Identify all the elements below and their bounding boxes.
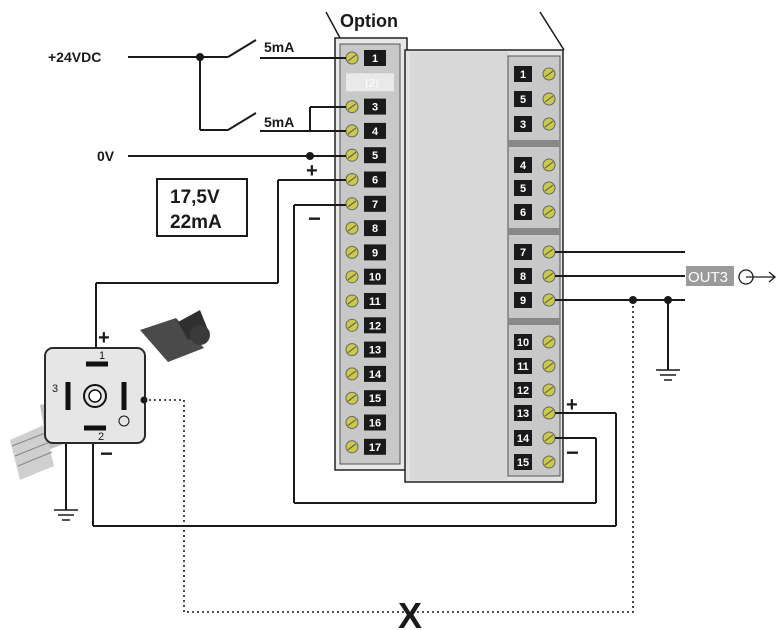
left-terminal-number: 7 — [372, 199, 378, 211]
left-terminal: 13 — [345, 341, 386, 358]
left-terminal: (2) — [346, 73, 394, 92]
left-terminal: 14 — [345, 365, 386, 382]
right-terminal: 12 — [514, 382, 556, 398]
connector-minus-sign: − — [308, 206, 321, 231]
sensor-minus-label: − — [100, 441, 113, 466]
right-terminal-number: 8 — [520, 271, 526, 283]
output-plus-sign: + — [566, 394, 578, 416]
connector-plus-sign: + — [306, 160, 318, 182]
shield-wire — [144, 300, 634, 613]
output-arrow-icon — [738, 269, 777, 285]
device-housing — [325, 11, 565, 483]
right-terminal-number: 11 — [517, 361, 529, 373]
left-terminal-number: 12 — [369, 320, 381, 332]
left-terminal: 10 — [345, 268, 386, 285]
right-terminal: 5 — [514, 180, 556, 196]
right-terminal-number: 6 — [520, 207, 526, 219]
right-terminal-number: 7 — [520, 247, 526, 259]
right-terminal: 11 — [514, 358, 556, 374]
supply-zero-label: 0V — [97, 148, 115, 164]
ground-pin-icon — [118, 415, 130, 427]
left-terminal-number: 8 — [372, 223, 378, 235]
left-terminal: 4 — [345, 122, 386, 139]
left-terminal: 17 — [345, 438, 386, 455]
right-terminal-number: 10 — [517, 337, 529, 349]
right-terminal-number: 14 — [517, 433, 530, 445]
left-terminal: 8 — [345, 220, 386, 237]
right-terminal: 10 — [514, 334, 556, 350]
right-terminal: 15 — [514, 454, 556, 470]
left-terminal-number: 5 — [372, 150, 378, 162]
right-terminal: 8 — [514, 268, 556, 284]
right-terminal: 9 — [514, 292, 556, 308]
switch-label-top: 5mA — [264, 39, 294, 55]
left-terminal-strip: 1 (2) 3 4 5 6 7 8 9 10 11 12 13 14 15 16 17 — [345, 50, 394, 455]
left-terminal-number: 10 — [369, 272, 381, 284]
left-terminal-number: 16 — [369, 418, 381, 430]
right-terminal: 6 — [514, 204, 556, 220]
left-terminal-number: 1 — [372, 53, 378, 65]
left-terminal-number: 4 — [372, 126, 379, 138]
right-terminal: 5 — [514, 91, 556, 107]
sensor-plus-label: + — [98, 327, 110, 349]
output-wiring — [555, 251, 685, 370]
left-terminal: 12 — [345, 317, 386, 334]
sensor-connector — [44, 347, 148, 444]
left-terminal-number: 3 — [372, 102, 378, 114]
right-terminal: 1 — [514, 66, 556, 82]
shield-mark: X — [398, 595, 422, 630]
sensor-pin-1: 1 — [99, 350, 105, 362]
left-terminal-number: 13 — [369, 345, 381, 357]
right-terminal-number: 13 — [517, 408, 529, 420]
right-terminal-number: 3 — [520, 119, 526, 131]
left-terminal: 6 — [345, 171, 386, 188]
sensor-wiring — [92, 179, 617, 527]
left-terminal: 9 — [345, 244, 386, 261]
output-label: OUT3 — [688, 269, 728, 286]
ground-icon-right — [656, 369, 680, 381]
left-terminal-number: 17 — [369, 442, 381, 454]
switch-label-bottom: 5mA — [264, 114, 294, 130]
left-terminal-number: 6 — [372, 175, 378, 187]
spec-current: 22mA — [170, 212, 222, 233]
right-terminal: 3 — [514, 116, 556, 132]
sensor-pin-2: 2 — [98, 431, 104, 443]
left-terminal: 7 — [345, 195, 386, 212]
left-terminal-number: 11 — [369, 296, 381, 308]
right-terminal: 13 — [514, 405, 556, 421]
output-minus-sign: − — [566, 440, 579, 465]
right-terminal-number: 12 — [517, 385, 529, 397]
right-terminal-number: 5 — [520, 94, 526, 106]
left-terminal: 1 — [345, 50, 386, 66]
output-badge — [686, 266, 734, 286]
supply-plus-label: +24VDC — [48, 49, 101, 65]
right-terminal-number: 5 — [520, 183, 526, 195]
right-terminal: 14 — [514, 430, 556, 446]
left-terminal: 16 — [345, 414, 386, 431]
left-terminal: 11 — [345, 293, 386, 309]
spec-voltage: 17,5V — [170, 187, 220, 208]
right-terminal: 4 — [514, 157, 556, 173]
left-terminal-number: (2) — [365, 77, 378, 89]
spec-box — [156, 178, 248, 237]
left-terminal: 3 — [345, 98, 386, 115]
ground-icon-left — [54, 509, 78, 521]
left-terminal-number: 14 — [369, 369, 382, 381]
sensor-pin-3: 3 — [52, 383, 58, 395]
right-terminal: 7 — [514, 244, 556, 260]
right-terminal-number: 1 — [520, 69, 526, 81]
right-terminal-number: 9 — [520, 295, 526, 307]
right-terminal-number: 15 — [517, 457, 529, 469]
left-terminal: 5 — [345, 147, 386, 164]
left-terminal: 15 — [345, 390, 386, 407]
left-terminal-number: 9 — [372, 247, 378, 259]
device-title: Option — [340, 11, 398, 31]
left-terminal-number: 15 — [369, 393, 381, 405]
supply-wiring — [128, 39, 346, 160]
right-terminal-number: 4 — [520, 160, 527, 172]
